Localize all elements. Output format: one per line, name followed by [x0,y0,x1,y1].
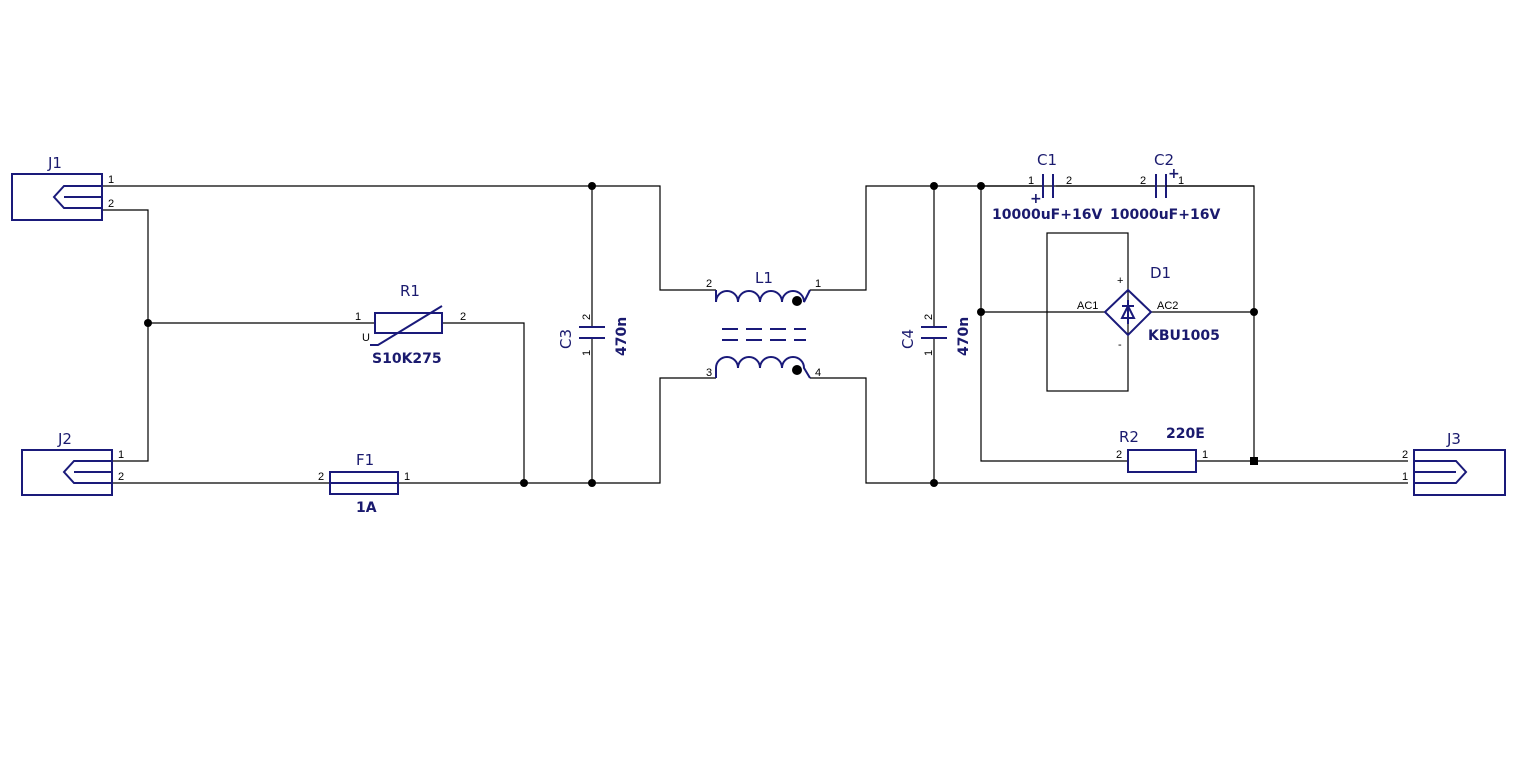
c1-pin-2: 2 [1066,175,1072,187]
capacitor-c3: C3 470n 2 1 [557,314,630,356]
junction-dot [588,479,596,487]
choke-winding-bottom [715,356,811,379]
capacitor-c4: C4 470n 2 1 [899,314,972,356]
polarity-dot [792,296,802,306]
connector-j3: J3 2 1 [1402,430,1506,496]
f1-value: 1A [356,500,377,516]
j3-pin-1: 1 [1402,471,1408,483]
r2-pin-1: 1 [1202,449,1208,461]
resistor-body [1127,449,1197,473]
connector-j1: J1 1 2 [11,154,114,221]
r1-pin-2: 2 [460,311,466,323]
j1-pin-2: 2 [108,198,114,210]
l1-pin-4: 4 [815,367,821,379]
c3-ref: C3 [557,329,575,349]
connector-pin-shape [1414,460,1468,484]
c2-polarity: + [1168,166,1180,182]
c2-pin-1: 1 [1178,175,1184,187]
r2-value: 220E [1166,426,1205,442]
wire-j1-top-rail [102,185,716,291]
varistor-body [374,312,443,334]
c1-pin-1: 1 [1028,175,1034,187]
c1-value: 10000uF+16V [992,207,1102,223]
l1-pin-1: 1 [815,278,821,290]
choke-winding-top [715,289,811,303]
c4-pin-2: 2 [923,314,935,320]
d1-pin-minus: - [1118,339,1122,351]
junction-dot [930,182,938,190]
connector-j2: J2 1 2 [21,430,124,496]
j3-pin-2: 2 [1402,449,1408,461]
l1-pin-2: 2 [706,278,712,290]
resistor-r2: R2 220E 2 1 [1116,426,1208,473]
c1-polarity: + [1030,191,1042,207]
junction-dot [144,319,152,327]
c4-ref: C4 [899,329,917,349]
r1-value: S10K275 [372,351,442,367]
r2-ref: R2 [1119,428,1139,446]
c3-value: 470n [614,317,630,356]
junction-dot [930,479,938,487]
l1-pin-3: 3 [706,367,712,379]
wire-r1-out [442,322,525,483]
f1-pin-1: 1 [404,471,410,483]
d1-pin-ac1: AC1 [1077,300,1098,312]
c2-ref: C2 [1154,151,1174,169]
r1-mark: U [362,332,370,344]
d1-ref: D1 [1150,264,1171,282]
l1-ref: L1 [755,269,773,287]
polarity-dot [792,365,802,375]
r1-ref: R1 [400,282,420,300]
j2-pin-2: 2 [118,471,124,483]
c4-pin-1: 1 [923,350,935,356]
bridge-d1: D1 KBU1005 AC1 AC2 + - [1046,232,1220,392]
f1-ref: F1 [356,451,374,469]
c2-value: 10000uF+16V [1110,207,1220,223]
r2-pin-2: 2 [1116,449,1122,461]
capacitor-c2: C2 10000uF+16V 2 1 + [1110,151,1254,223]
junctions [144,182,1258,487]
c1-ref: C1 [1037,151,1057,169]
junction-dot [1250,308,1258,316]
wire-j1-pin2 [102,209,149,462]
wires [102,185,1408,484]
choke-l1: L1 2 1 3 4 [706,269,821,379]
d1-value: KBU1005 [1148,328,1220,344]
choke-core [722,328,806,341]
wire-l1-pin1 [810,185,1255,461]
junction-dot [1250,457,1258,465]
wire-ac1 [980,186,1128,462]
capacitor-c1: C1 10000uF+16V 1 2 + [981,151,1102,223]
j2-ref: J2 [57,430,72,448]
j3-ref: J3 [1446,430,1461,448]
r1-pin-1: 1 [355,311,361,323]
junction-dot [588,182,596,190]
wire-l1-pin4 [810,377,1408,484]
c3-pin-2: 2 [581,314,593,320]
fuse-f1: F1 1A 2 1 [318,451,410,516]
varistor-slash [370,305,443,346]
connector-pin-shape [62,460,112,484]
c2-pin-2: 2 [1140,175,1146,187]
c4-value: 470n [956,317,972,356]
varistor-r1: R1 S10K275 1 2 U [355,282,466,367]
connector-pin-shape [52,185,102,209]
bridge-diamond [1103,288,1153,337]
j1-ref: J1 [47,154,62,172]
f1-pin-2: 2 [318,471,324,483]
j1-pin-1: 1 [108,174,114,186]
junction-dot [977,308,985,316]
j2-pin-1: 1 [118,449,124,461]
junction-dot [520,479,528,487]
wire-f1-bottom-rail [398,377,716,484]
c3-pin-1: 1 [581,350,593,356]
d1-pin-ac2: AC2 [1157,300,1178,312]
d1-pin-plus: + [1117,275,1123,287]
